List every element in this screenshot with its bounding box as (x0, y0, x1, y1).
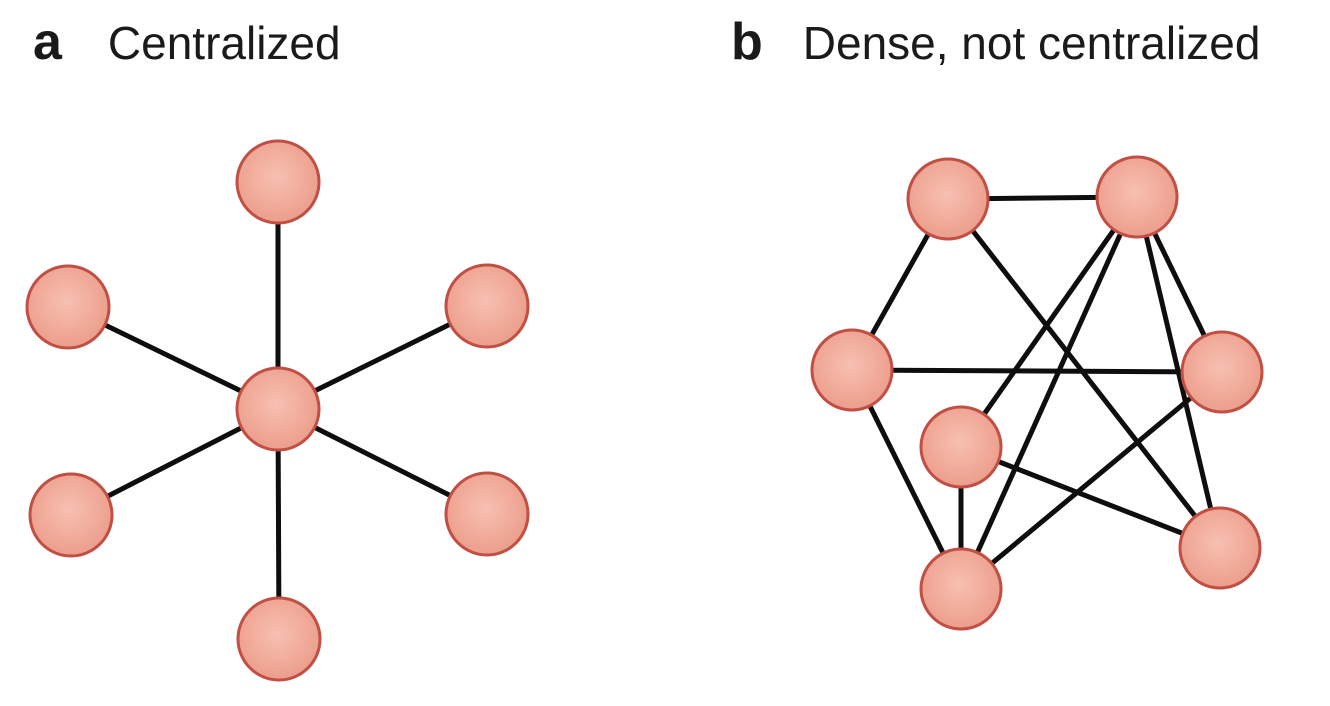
network-node-lower-right (444, 471, 530, 557)
network-node-bottom-right (1178, 506, 1262, 590)
panel-a-label: a (33, 13, 62, 71)
network-node-upper-left (25, 264, 111, 350)
network-edge-top-right-center (958, 195, 1140, 449)
panel-a-title: Centralized (107, 17, 341, 69)
panel-b-label: b (731, 13, 763, 71)
network-node-top (235, 139, 321, 225)
network-node-bottom-center (919, 547, 1003, 631)
network-node-upper-right (444, 263, 530, 349)
network-edge-mid-left-mid-right (851, 367, 1223, 375)
network-node-lower-left (28, 472, 114, 558)
network-node-center (919, 405, 1003, 489)
panel-b-network (810, 155, 1264, 631)
panel-b-header: b Dense, not centralized (731, 12, 1260, 72)
network-node-bottom (236, 596, 322, 682)
network-edge-mid-right-bottom-center (959, 370, 1224, 591)
panel-a-network (25, 139, 530, 682)
network-edge-top-right-bottom-center (958, 195, 1140, 591)
network-node-center (235, 366, 321, 452)
network-node-top-right (1095, 155, 1179, 239)
panel-b-title: Dense, not centralized (802, 17, 1261, 69)
network-node-mid-right (1180, 330, 1264, 414)
network-node-mid-left (810, 328, 894, 412)
panel-a-header: a Centralized (33, 12, 341, 72)
network-node-top-left (906, 157, 990, 241)
network-edge-center-bottom-right (960, 444, 1221, 551)
